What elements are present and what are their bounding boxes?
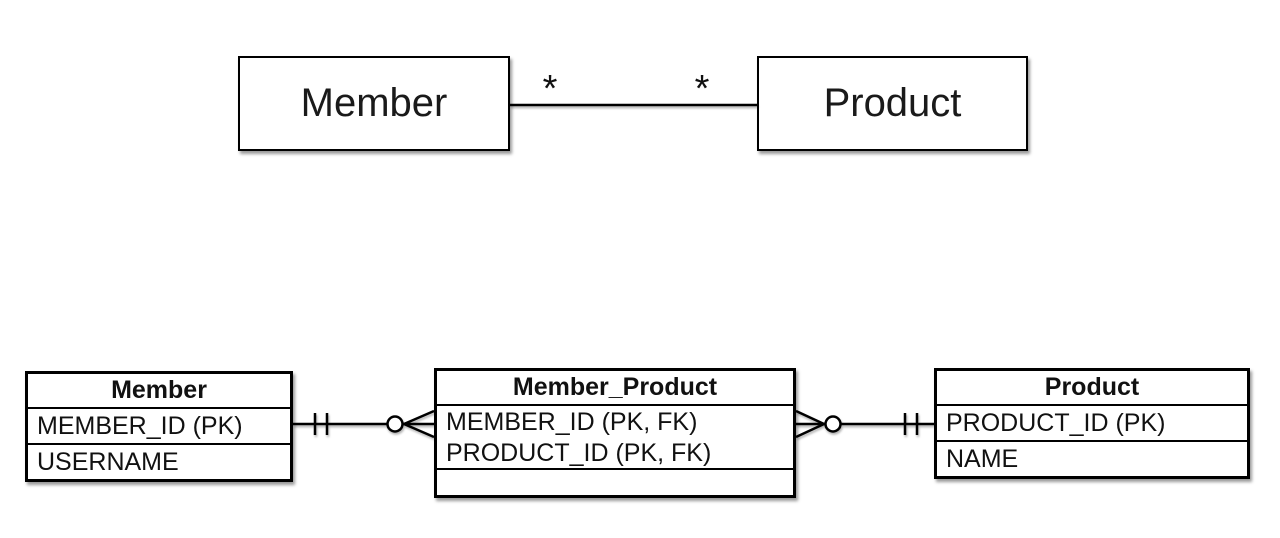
- connector-junction-to-product: [795, 409, 934, 439]
- table-member-product-row-member-id: MEMBER_ID (PK, FK): [446, 408, 698, 436]
- entity-member-label: Member: [300, 81, 448, 125]
- table-product-title: Product: [937, 371, 1247, 406]
- connector-member-to-junction: [293, 409, 435, 439]
- zero-or-many-icon: [795, 409, 842, 439]
- entity-box-member: Member: [238, 56, 510, 151]
- table-product-row-name: NAME: [937, 440, 1247, 476]
- one-and-only-one-icon: [903, 413, 919, 435]
- table-member-row-member-id: MEMBER_ID (PK): [37, 412, 243, 440]
- table-member: Member MEMBER_ID (PK) USERNAME: [25, 371, 293, 482]
- table-member-row-username: USERNAME: [28, 443, 290, 479]
- table-member-product: Member_Product MEMBER_ID (PK, FK) PRODUC…: [434, 368, 796, 498]
- zero-or-many-icon: [386, 409, 435, 439]
- table-product-row-product-id: PRODUCT_ID (PK): [946, 409, 1166, 437]
- entity-product-label: Product: [823, 81, 962, 125]
- table-member-product-row-product-id: PRODUCT_ID (PK, FK): [446, 439, 712, 467]
- table-member-title: Member: [28, 374, 290, 409]
- table-member-product-title: Member_Product: [437, 371, 793, 406]
- multiplicity-label-left: *: [542, 68, 558, 110]
- multiplicity-label-right: *: [694, 68, 710, 110]
- table-member-product-keys-compartment: MEMBER_ID (PK, FK) PRODUCT_ID (PK, FK): [437, 406, 793, 470]
- one-and-only-one-icon: [313, 413, 329, 435]
- entity-box-product: Product: [757, 56, 1028, 151]
- table-product: Product PRODUCT_ID (PK) NAME: [934, 368, 1250, 479]
- table-member-product-empty-compartment: [437, 470, 793, 495]
